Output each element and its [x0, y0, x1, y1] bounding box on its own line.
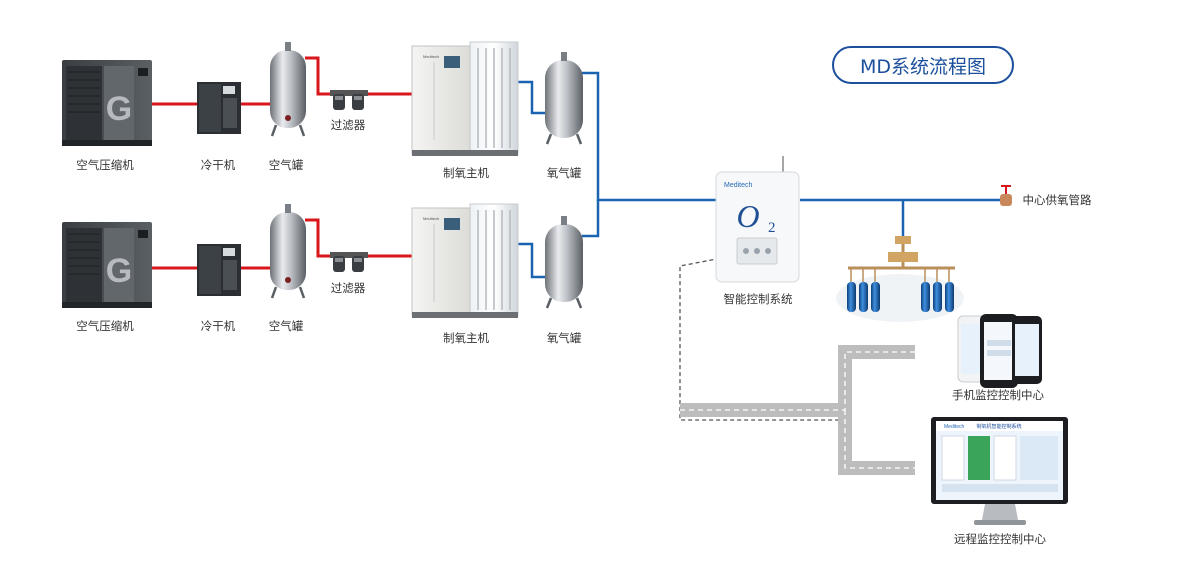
- central-pipeline-label: 中心供氧管路: [1022, 193, 1092, 207]
- compressor-badge-2: G: [106, 252, 132, 290]
- air-tank: [270, 42, 306, 137]
- filters: [330, 252, 368, 272]
- control-system-label: 智能控制系统: [723, 292, 793, 306]
- air-compressor: [62, 60, 152, 146]
- refrigerated-dryer: [197, 244, 241, 296]
- compressed-air-lines: [151, 56, 412, 270]
- o2-symbol: O: [736, 198, 759, 234]
- train-1-filter-label: 过滤器: [330, 118, 366, 132]
- generator-brand-2: Meditech: [423, 216, 439, 221]
- network-band: [680, 345, 915, 475]
- train-1-oxygen-tank-label: 氧气罐: [546, 166, 582, 180]
- train-2-generator-label: 制氧主机: [443, 331, 489, 345]
- diagram-title: MD系统流程图: [832, 46, 1014, 84]
- control-brand: Meditech: [724, 182, 753, 189]
- generator-brand-1: Meditech: [423, 54, 439, 59]
- train-2-compressor-label: 空气压缩机: [76, 319, 134, 333]
- train-1: [62, 41, 583, 156]
- pipeline-valve: [1000, 185, 1012, 206]
- air-compressor: [62, 222, 152, 308]
- oxygen-generator: [411, 41, 519, 156]
- signal-line: [679, 256, 848, 421]
- train-2: [62, 203, 583, 318]
- mobile-monitor-label: 手机监控控制中心: [952, 388, 1044, 402]
- oxygen-lines: [517, 71, 1010, 279]
- mobile-phones: [957, 314, 1042, 388]
- train-2-air-tank-label: 空气罐: [268, 319, 304, 333]
- desktop-monitor: [931, 417, 1068, 525]
- filters: [330, 90, 368, 110]
- oxygen-manifold: [836, 236, 964, 322]
- monitor-brand: Meditech: [944, 424, 965, 430]
- oxygen-generator: [411, 203, 519, 318]
- train-1-air-tank-label: 空气罐: [268, 158, 304, 172]
- compressor-badge-1: G: [106, 90, 132, 128]
- air-tank: [270, 204, 306, 299]
- oxygen-tank: [545, 52, 583, 145]
- train-2-dryer-label: 冷干机: [200, 319, 236, 333]
- refrigerated-dryer: [197, 82, 241, 134]
- remote-monitor-label: 远程监控控制中心: [954, 532, 1046, 546]
- monitor-screen-title: 制氧机智能控制系统: [976, 423, 1021, 430]
- oxygen-tank: [545, 216, 583, 309]
- train-1-dryer-label: 冷干机: [200, 158, 236, 172]
- train-2-filter-label: 过滤器: [330, 281, 366, 295]
- smart-control-cabinet: [715, 156, 800, 283]
- train-1-generator-label: 制氧主机: [443, 166, 489, 180]
- train-1-compressor-label: 空气压缩机: [76, 158, 134, 172]
- o2-subscript: 2: [768, 220, 776, 236]
- train-2-oxygen-tank-label: 氧气罐: [546, 331, 582, 345]
